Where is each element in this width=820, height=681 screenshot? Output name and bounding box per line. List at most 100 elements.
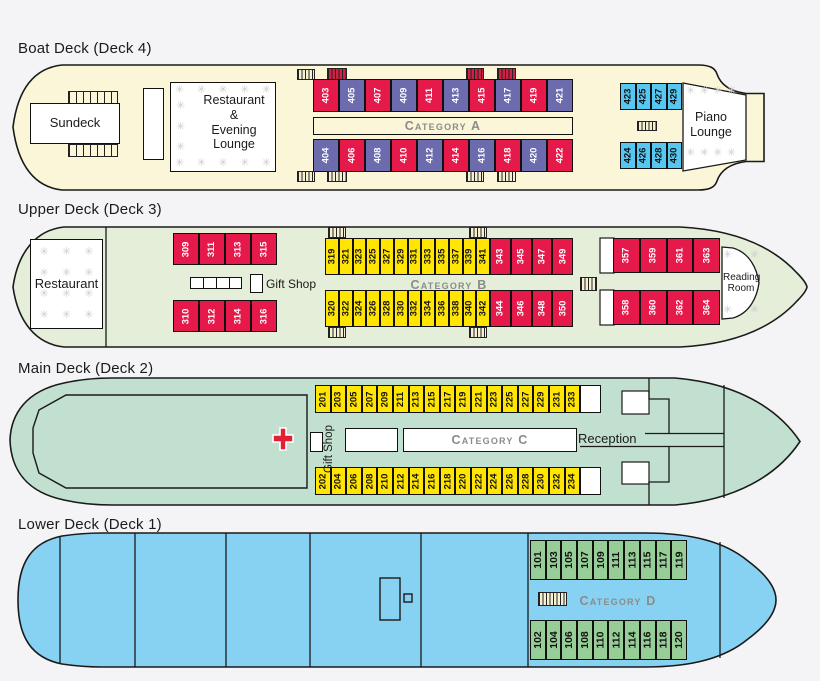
category-a-box: Category A bbox=[313, 117, 573, 135]
cabin-109: 109 bbox=[592, 540, 609, 580]
cabin-407: 407 bbox=[365, 79, 391, 112]
snowflake-icon: ✳ bbox=[699, 85, 709, 97]
deck-chairs-icon bbox=[68, 144, 118, 157]
snow-strip: ✳✳✳✳ bbox=[686, 86, 736, 97]
cabin-404: 404 bbox=[313, 139, 339, 172]
cabin-103: 103 bbox=[545, 540, 562, 580]
cabin-105: 105 bbox=[561, 540, 578, 580]
cabin-324: 324 bbox=[352, 290, 367, 327]
cabin-205: 205 bbox=[346, 385, 362, 413]
stairs-icon bbox=[497, 68, 516, 80]
category-d-label: Category D bbox=[579, 594, 657, 608]
corridor-segments bbox=[190, 277, 242, 289]
cabin-363: 363 bbox=[693, 238, 720, 273]
snowflake-icon: ✳ bbox=[196, 84, 206, 96]
cabin-212: 212 bbox=[392, 467, 409, 495]
cabin-416: 416 bbox=[469, 139, 495, 172]
snowflake-icon: ✳ bbox=[261, 84, 271, 96]
cabin-424: 424 bbox=[620, 142, 636, 169]
cabin-226: 226 bbox=[502, 467, 518, 495]
cabin-418: 418 bbox=[495, 139, 521, 172]
lower-deck-hull bbox=[17, 532, 777, 668]
cabin-321: 321 bbox=[338, 238, 353, 275]
stairs-icon bbox=[469, 327, 487, 338]
cabin-329: 329 bbox=[393, 238, 408, 275]
cabin-315: 315 bbox=[251, 233, 277, 265]
cabin-117: 117 bbox=[655, 540, 672, 580]
gift-shop-label-wrap: Gift Shop bbox=[320, 420, 338, 478]
cabin-227: 227 bbox=[517, 385, 534, 413]
cabin-118: 118 bbox=[655, 620, 672, 660]
cabin-230: 230 bbox=[533, 467, 549, 495]
cabin-409: 409 bbox=[391, 79, 417, 112]
cabin-120: 120 bbox=[671, 620, 687, 660]
cabin-112: 112 bbox=[608, 620, 625, 660]
cabin-204: 204 bbox=[330, 467, 347, 495]
snowflake-icon: ✳ bbox=[218, 157, 228, 169]
stairs-icon bbox=[466, 171, 484, 182]
cabin-114: 114 bbox=[624, 620, 640, 660]
cabin-234: 234 bbox=[564, 467, 581, 495]
cabin-311: 311 bbox=[199, 233, 225, 265]
snowflake-icon: ✳ bbox=[61, 267, 72, 279]
cabin-316: 316 bbox=[251, 300, 277, 332]
stairs-icon bbox=[580, 277, 597, 291]
gift-shop-label: Gift Shop bbox=[323, 425, 336, 473]
snowflake-icon: ✳ bbox=[176, 141, 186, 153]
cabin-342: 342 bbox=[476, 290, 490, 327]
cabin-341: 341 bbox=[476, 238, 490, 275]
snowflake-icon: ✳ bbox=[175, 157, 185, 169]
snowflake-icon: ✳ bbox=[726, 147, 736, 159]
stairs-icon bbox=[637, 121, 657, 131]
office-room bbox=[621, 390, 650, 415]
cabin-108: 108 bbox=[577, 620, 593, 660]
cabin-350: 350 bbox=[552, 290, 573, 327]
cabin-358: 358 bbox=[613, 290, 640, 325]
cabin-113: 113 bbox=[624, 540, 640, 580]
cabin-347: 347 bbox=[531, 238, 553, 275]
cabin-338: 338 bbox=[448, 290, 463, 327]
cabin-222: 222 bbox=[470, 467, 487, 495]
cabin-231: 231 bbox=[548, 385, 565, 413]
cabin-107: 107 bbox=[577, 540, 593, 580]
snow-strip: ✳✳✳✳✳ bbox=[175, 85, 271, 96]
snowflake-icon: ✳ bbox=[176, 100, 186, 112]
bow-room-outline bbox=[648, 378, 670, 434]
snow-field: ✳✳✳✳✳✳✳✳✳✳✳✳ bbox=[33, 242, 100, 326]
cabin-323: 323 bbox=[352, 238, 367, 275]
cabin-412: 412 bbox=[417, 139, 443, 172]
cabin-331: 331 bbox=[407, 238, 422, 275]
cabin-422: 422 bbox=[547, 139, 573, 172]
cabin-330: 330 bbox=[393, 290, 408, 327]
gift-shop-booth bbox=[310, 432, 323, 452]
cabin-333: 333 bbox=[421, 238, 435, 275]
category-a-label: Category A bbox=[404, 119, 482, 133]
restaurant-room: ✳✳✳✳✳✳✳✳✳✳✳✳ Restaurant bbox=[30, 239, 103, 329]
cabin-339: 339 bbox=[462, 238, 477, 275]
snowflake-icon: ✳ bbox=[261, 157, 271, 169]
corridor-lines bbox=[580, 432, 724, 448]
cabin-328: 328 bbox=[380, 290, 394, 327]
cabin-102: 102 bbox=[530, 620, 546, 660]
snowflake-icon: ✳ bbox=[61, 288, 72, 300]
snowflake-icon: ✳ bbox=[39, 309, 49, 321]
snowflake-icon: ✳ bbox=[39, 288, 49, 300]
category-b-label-wrap: Category B bbox=[325, 276, 573, 294]
cabin-312: 312 bbox=[199, 300, 225, 332]
cabin-233: 233 bbox=[564, 385, 581, 413]
snow-strip: ✳✳✳ bbox=[176, 101, 185, 153]
snow-strip: ✳✳✳✳ bbox=[686, 148, 736, 159]
snowflake-icon: ✳ bbox=[699, 147, 709, 159]
bow-room-outline bbox=[648, 446, 670, 505]
cabin-406: 406 bbox=[339, 139, 365, 172]
cabin-211: 211 bbox=[392, 385, 409, 413]
cabin-116: 116 bbox=[639, 620, 656, 660]
cabin-413: 413 bbox=[443, 79, 469, 112]
stairs-icon bbox=[469, 227, 487, 238]
cabin-428: 428 bbox=[651, 142, 667, 169]
snowflake-icon: ✳ bbox=[749, 304, 759, 316]
end-room bbox=[580, 467, 601, 495]
